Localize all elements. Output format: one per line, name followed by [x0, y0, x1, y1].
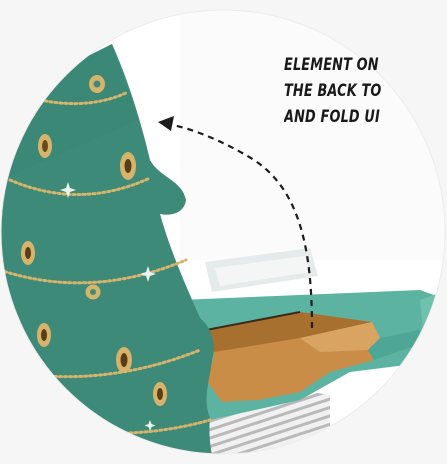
caption-line-1: ELEMENT ON: [284, 52, 411, 78]
caption-line-2: THE BACK TO: [284, 78, 411, 104]
instruction-caption: ELEMENT ON THE BACK TO AND FOLD UI: [284, 52, 411, 130]
caption-line-3: AND FOLD UI: [284, 104, 411, 130]
